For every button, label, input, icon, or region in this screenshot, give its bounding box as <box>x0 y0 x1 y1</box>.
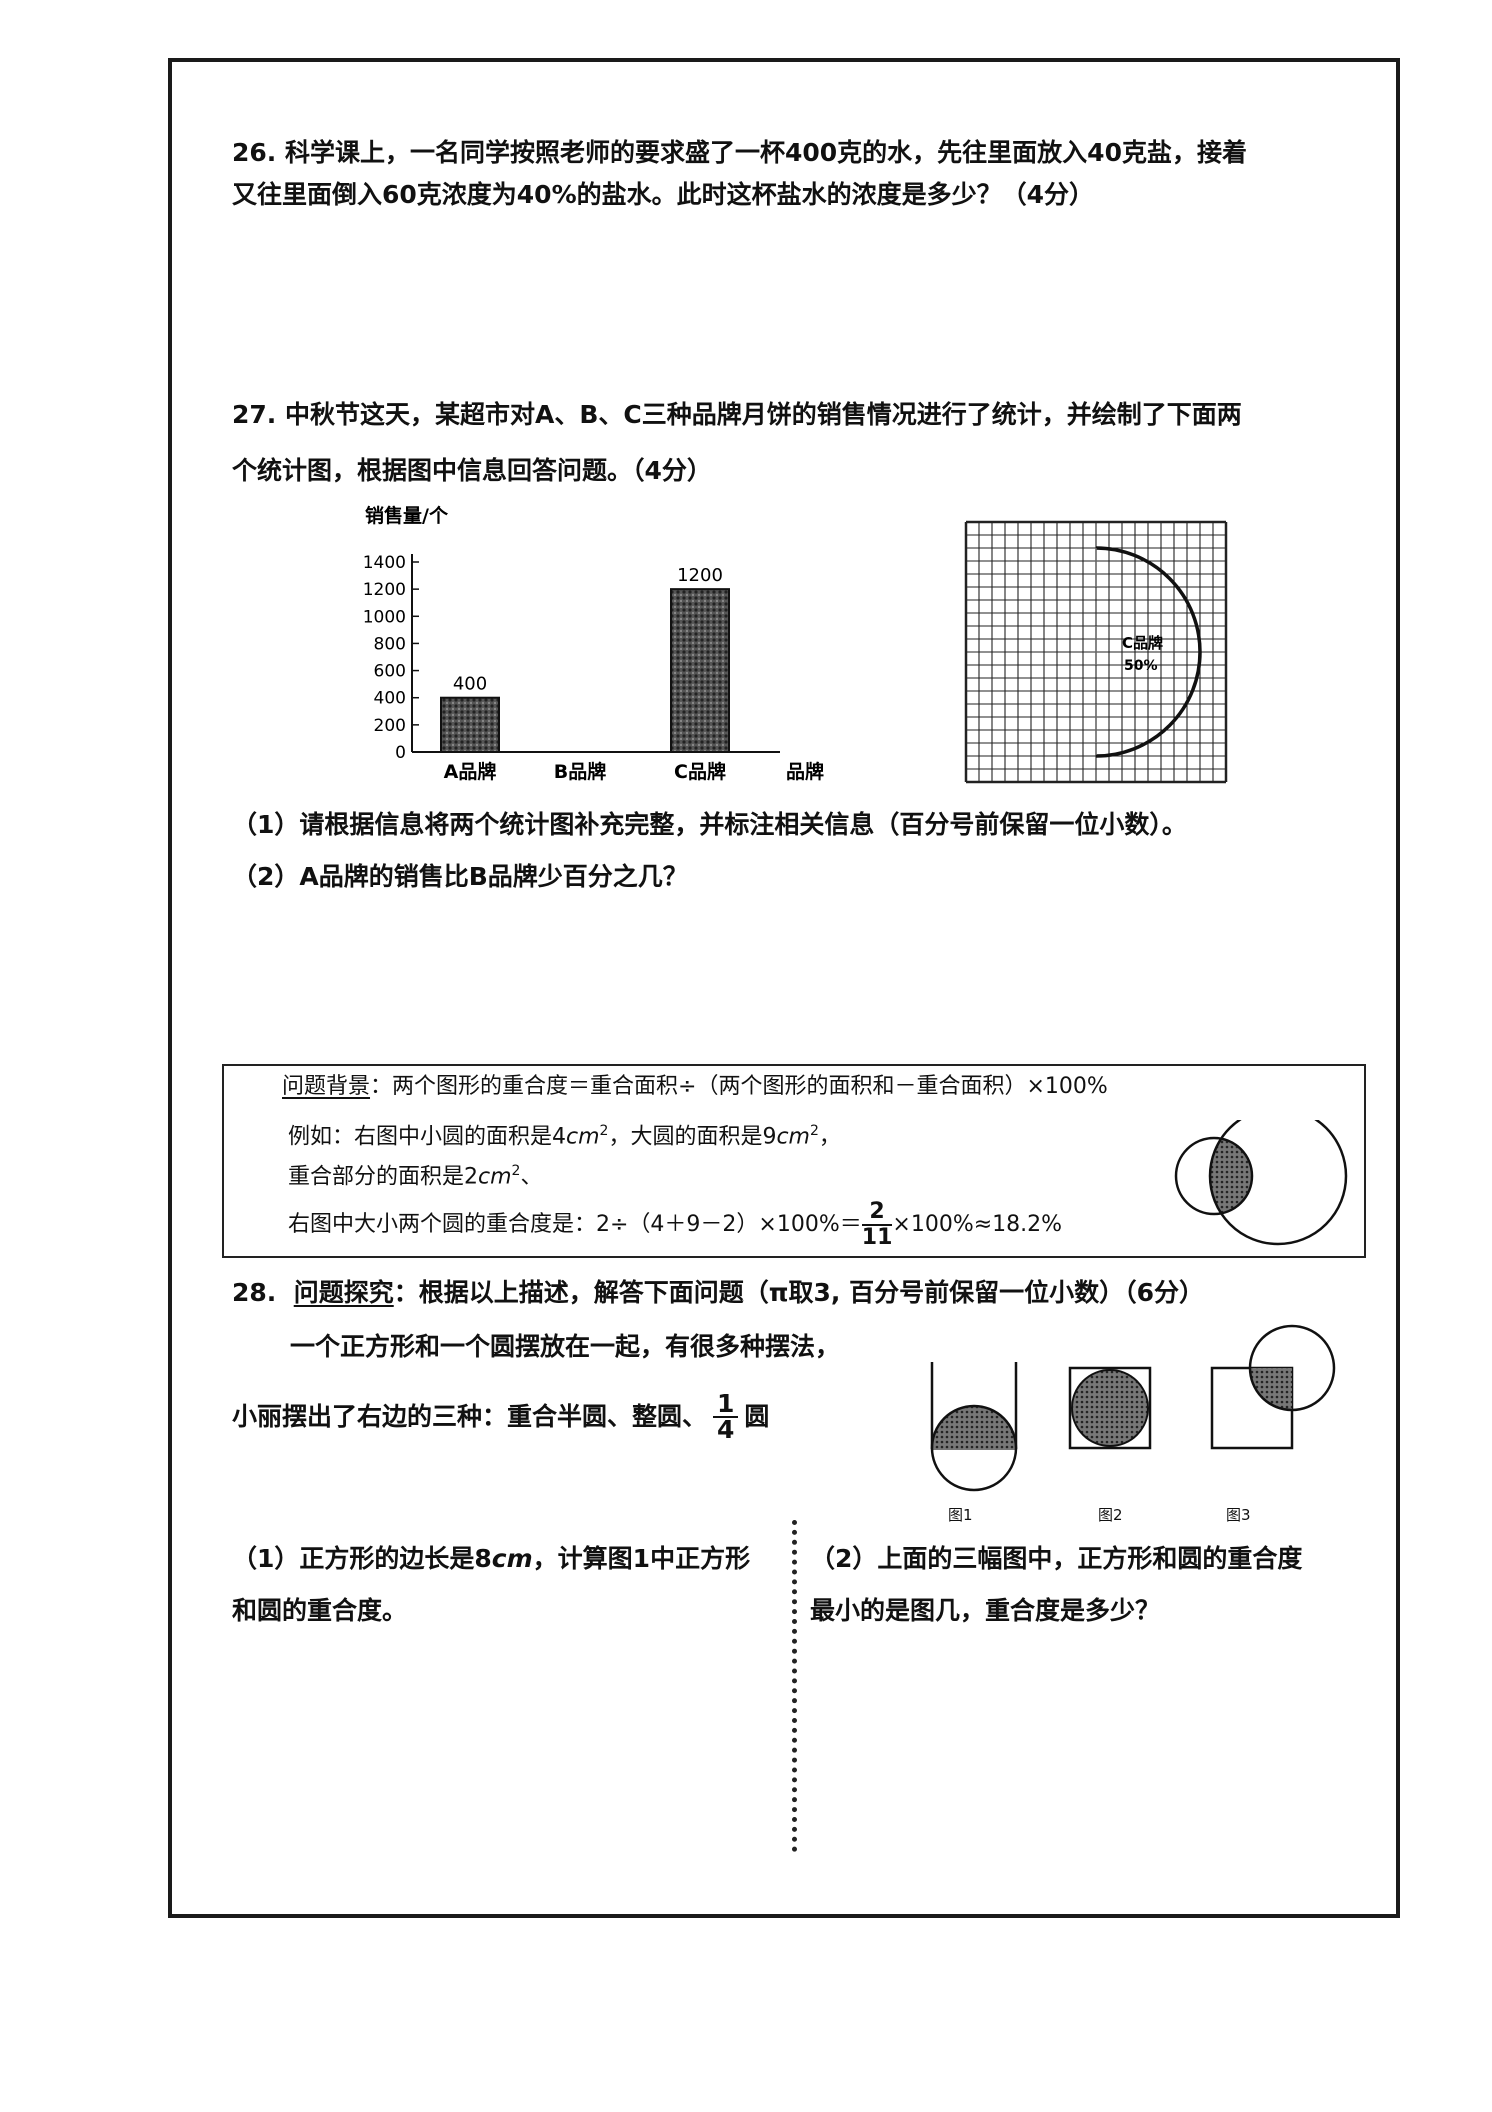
q26-line2: 又往里面倒入60克浓度为40%的盐水。此时这杯盐水的浓度是多少？（4分） <box>232 180 1095 209</box>
fig1-label: 图1 <box>948 1506 973 1524</box>
background-formula-line: 问题背景：两个图形的重合度＝重合面积÷（两个图形的面积和－重合面积）×100% <box>282 1068 1108 1106</box>
fig3-overlap-quarter <box>1250 1368 1292 1410</box>
x-tick-label: A品牌 <box>444 760 497 783</box>
q28-sub2-line1: （2）上面的三幅图中，正方形和圆的重合度 <box>810 1544 1303 1573</box>
q28-intro-line: 28. 问题探究：根据以上描述，解答下面问题（π取3, 百分号前保留一位小数）（… <box>232 1278 1205 1307</box>
q26-line1: 26. 科学课上，一名同学按照老师的要求盛了一杯400克的水，先往里面放入40克… <box>232 138 1247 167</box>
y-tick-label: 800 <box>374 634 406 654</box>
q27-sub2: （2）A品牌的销售比B品牌少百分之几？ <box>232 862 688 891</box>
column-divider-dotted <box>792 1520 797 1852</box>
background-formula: ：两个图形的重合度＝重合面积÷（两个图形的面积和－重合面积）×100% <box>370 1074 1108 1099</box>
x-axis-label: 品牌 <box>786 760 824 783</box>
x-tick-label: B品牌 <box>554 760 606 783</box>
fig2-circle <box>1071 1369 1149 1447</box>
q27-line2: 个统计图，根据图中信息回答问题。（4分） <box>232 456 712 485</box>
page-frame <box>168 58 1400 1918</box>
problem-background-box <box>222 1064 1366 1258</box>
bar-data-label: 400 <box>453 674 487 695</box>
q28-sub1-line2: 和圆的重合度。 <box>232 1596 408 1625</box>
overlapping-circles-figure <box>1174 1120 1348 1246</box>
y-tick-label: 1200 <box>363 580 406 600</box>
y-tick-label: 400 <box>374 689 406 709</box>
bar-C品牌 <box>670 588 730 754</box>
bar-data-label: 1200 <box>677 565 723 586</box>
pie-chart-grid: C品牌 50% <box>964 520 1228 784</box>
small-circle <box>1174 1136 1254 1216</box>
y-tick-label: 1000 <box>363 607 406 627</box>
figure-2 <box>1068 1366 1152 1450</box>
bar-A品牌 <box>440 696 500 753</box>
q28-sub1-line1: （1）正方形的边长是8cm，计算图1中正方形 <box>232 1544 751 1573</box>
pie-slice-c-arc <box>1095 546 1202 758</box>
q28-title: 问题探究 <box>293 1278 394 1307</box>
q27-sub1: （1）请根据信息将两个统计图补充完整，并标注相关信息（百分号前保留一位小数）。 <box>232 810 1187 839</box>
y-tick-label: 200 <box>374 716 406 736</box>
fig1-circle <box>930 1404 1018 1492</box>
fig2-square <box>1068 1366 1152 1450</box>
square-circle-figures <box>930 1324 1336 1492</box>
pie-slice-c-percent: 50% <box>1124 658 1158 674</box>
background-overlap-line: 重合部分的面积是2cm2、 <box>288 1163 543 1190</box>
q27-line1: 27. 中秋节这天，某超市对A、B、C三种品牌月饼的销售情况进行了统计，并绘制了… <box>232 400 1242 429</box>
pie-slice-c-label: C品牌 <box>1122 634 1163 652</box>
fig3-label: 图3 <box>1226 1506 1251 1524</box>
fig3-circle <box>1248 1324 1336 1412</box>
figure-1 <box>930 1362 1018 1492</box>
background-title: 问题背景 <box>282 1074 371 1099</box>
q28-line2: 一个正方形和一个圆摆放在一起，有很多种摆法， <box>290 1332 841 1361</box>
background-example-line: 例如：右图中小圆的面积是4cm2，大圆的面积是9cm2， <box>288 1123 841 1150</box>
y-tick-label: 1400 <box>363 553 406 573</box>
x-tick-label: C品牌 <box>674 760 726 783</box>
bar-chart-ylabel: 销售量/个 <box>365 504 449 527</box>
figure-3 <box>1210 1324 1336 1450</box>
y-tick-label: 600 <box>374 662 406 682</box>
q28-sub2-line2: 最小的是图几，重合度是多少？ <box>810 1596 1161 1625</box>
fig2-label: 图2 <box>1098 1506 1123 1524</box>
large-circle <box>1208 1120 1348 1246</box>
fig1-overlap-half <box>932 1406 1016 1450</box>
y-tick-label: 0 <box>395 743 406 763</box>
